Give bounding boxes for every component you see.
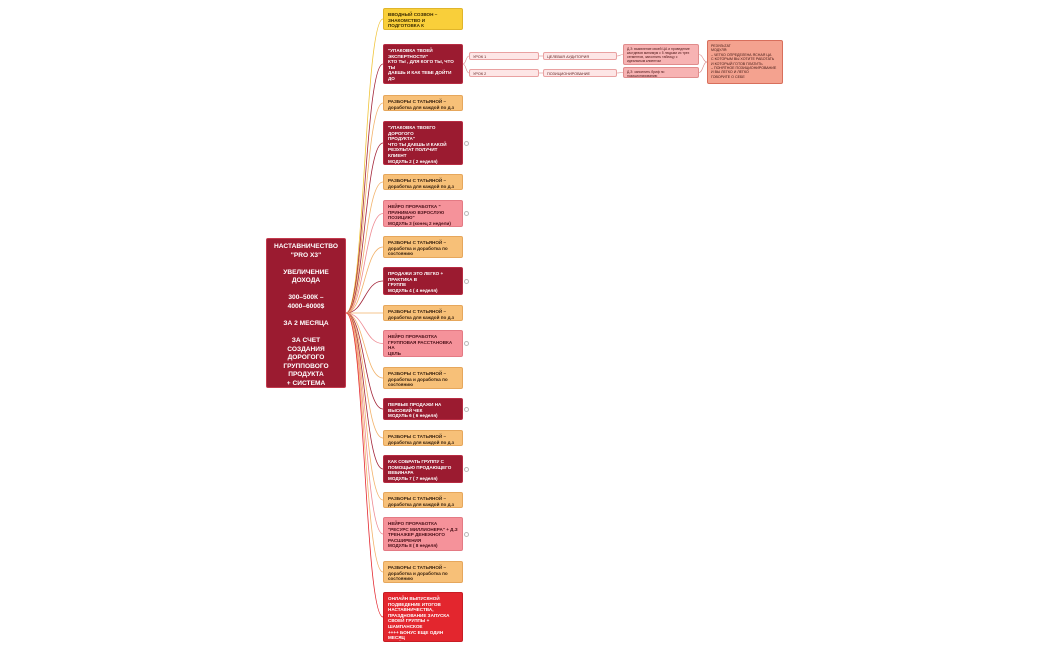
topic-review-4[interactable]: РАЗБОРЫ С ТАТЬЯНОЙ – доработка для каждо… (383, 305, 463, 321)
topic-module-2[interactable]: "УПАКОВКА ТВОЕГО ДОРОГОГО ПРОДУКТА" ЧТО … (383, 121, 463, 165)
connector-result-2 (698, 61, 708, 73)
topic-module-7[interactable]: КАК СОБРАТЬ ГРУППУ С ПОМОЩЬЮ ПРОДАЮЩЕГО … (383, 455, 463, 483)
topic-review-8[interactable]: РАЗБОРЫ С ТАТЬЯНОЙ – доработка и доработ… (383, 561, 463, 583)
topic-review-1[interactable]: РАЗБОРЫ С ТАТЬЯНОЙ – доработка для каждо… (383, 95, 463, 111)
module-1-lesson-1-topic[interactable]: ЦЕЛЕВАЯ АУДИТОРИЯ (543, 52, 617, 60)
topic-module-5[interactable]: НЕЙРО ПРОРАБОТКА ГРУППОВАЯ РАССТАНОВКА Н… (383, 330, 463, 357)
connector-topic-module-4 (345, 280, 384, 314)
topic-review-3[interactable]: РАЗБОРЫ С ТАТЬЯНОЙ – доработка и доработ… (383, 236, 463, 258)
collapse-toggle-module-7[interactable] (464, 467, 469, 472)
topic-module-8[interactable]: НЕЙРО ПРОРАБОТКА "РЕСУРС МИЛЛИОНЕРА" + Д… (383, 517, 463, 551)
topic-module-3[interactable]: НЕЙРО ПРОРАБОТКА " ПРИНИМАЮ ВЗРОСЛУЮ ПОЗ… (383, 200, 463, 227)
module-1-lesson-2[interactable]: УРОК 2 (469, 69, 539, 77)
topic-intro-call[interactable]: ВВОДНЫЙ СОЗВОН – ЗНАКОМСТВО И ПОДГОТОВКА… (383, 8, 463, 30)
topic-review-6[interactable]: РАЗБОРЫ С ТАТЬЯНОЙ – доработка для каждо… (383, 430, 463, 446)
connector-lesson-2 (462, 63, 470, 74)
topic-graduation[interactable]: ОНЛАЙН ВЫПУСКНОЙ ПОДВЕДЕНИЕ ИТОГОВ НАСТА… (383, 592, 463, 642)
topic-module-4[interactable]: ПРОДАЖИ ЭТО ЛЕГКО + ПРАКТИКА В ГРУППЕ МО… (383, 267, 463, 295)
connector-topic-review-2 (345, 181, 384, 314)
collapse-toggle-module-8[interactable] (464, 532, 469, 537)
module-1-lesson-1[interactable]: УРОК 1 (469, 52, 539, 60)
connector-topic-review-5 (345, 312, 384, 379)
collapse-toggle-module-5[interactable] (464, 341, 469, 346)
module-1-lesson-2-homework[interactable]: Д.З: заполнить бриф по позиционированию … (623, 67, 699, 78)
connector-result-1 (698, 54, 708, 63)
connector-topic-module-6 (345, 312, 384, 410)
connector-topic-module-8 (345, 312, 384, 535)
topic-module-6[interactable]: ПЕРВЫЕ ПРОДАЖИ НА ВЫСОКИЙ ЧЕК МОДУЛЬ 6 (… (383, 398, 463, 420)
module-1-result[interactable]: РЕЗУЛЬТАТ МОДУЛЯ: – ЧЕТКО ОПРЕДЕЛЕНА ЯСН… (707, 40, 783, 84)
connector-lesson-1 (462, 55, 470, 65)
central-topic[interactable]: НАСТАВНИЧЕСТВО "PRO Х3" УВЕЛИЧЕНИЕ ДОХОД… (266, 238, 346, 388)
topic-module-1[interactable]: "УПАКОВКА ТВОЕЙ ЭКСПЕРТНОСТИ" КТО ТЫ , Д… (383, 44, 463, 84)
topic-review-2[interactable]: РАЗБОРЫ С ТАТЬЯНОЙ – доработка для каждо… (383, 174, 463, 190)
connector-topic-review-8 (345, 312, 384, 573)
connector-topic-review-1 (345, 102, 384, 314)
topic-review-5[interactable]: РАЗБОРЫ С ТАТЬЯНОЙ – доработка и доработ… (383, 367, 463, 389)
connector-topic-module-1 (345, 63, 384, 314)
collapse-toggle-module-4[interactable] (464, 279, 469, 284)
connector-topic-intro-call (345, 18, 384, 314)
connector-topic-graduation (345, 312, 384, 618)
module-1-lesson-2-topic[interactable]: ПОЗИЦИОНИРОВАНИЕ (543, 69, 617, 77)
collapse-toggle-module-6[interactable] (464, 407, 469, 412)
connector-lesson-homework-1 (616, 54, 624, 57)
connector-topic-review-3 (345, 246, 384, 314)
collapse-toggle-module-3[interactable] (464, 211, 469, 216)
connector-topic-module-2 (345, 142, 384, 314)
connector-topic-review-7 (345, 312, 384, 501)
connector-topic-module-3 (345, 213, 384, 314)
topic-review-7[interactable]: РАЗБОРЫ С ТАТЬЯНОЙ – доработка для каждо… (383, 492, 463, 508)
module-1-lesson-1-homework[interactable]: Д.З: выявление своей ЦА и проведение кас… (623, 44, 699, 65)
collapse-toggle-module-2[interactable] (464, 141, 469, 146)
connector-lesson-homework-2 (616, 72, 624, 74)
connector-topic-module-5 (345, 312, 384, 344)
